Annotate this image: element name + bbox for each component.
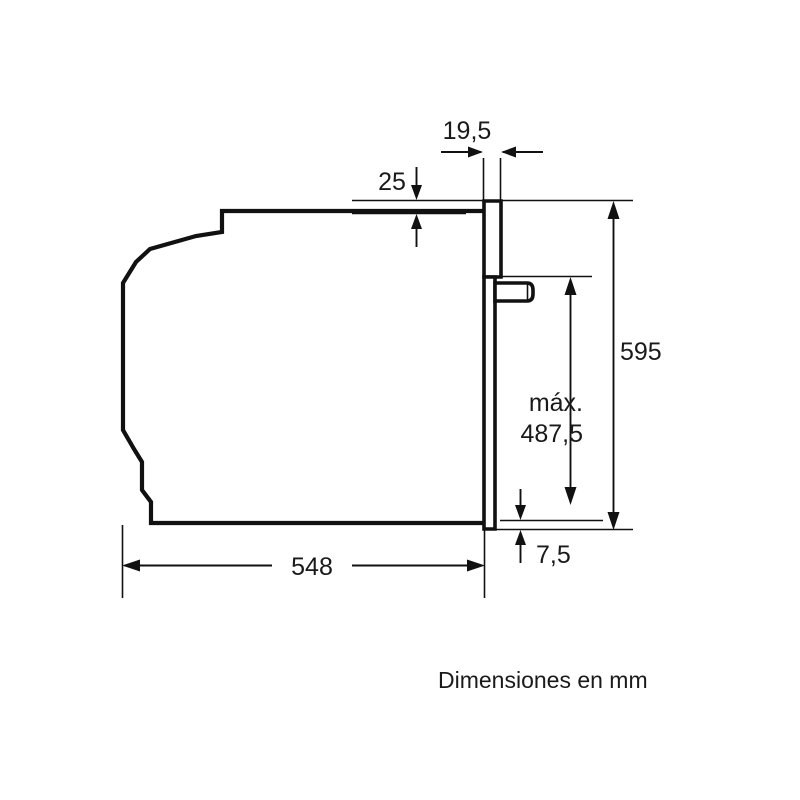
units-caption: Dimensiones en mm (438, 667, 648, 693)
arrow-7-5-up (515, 530, 526, 545)
label-max-opening-height: 487,5 (520, 420, 583, 448)
arrow-595-bottom (607, 512, 620, 530)
oven-door-front-panel (482, 199, 503, 531)
arrow-19-5-left (468, 146, 483, 158)
arrow-7-5-down (515, 505, 526, 520)
label-top-offset: 25 (378, 168, 406, 196)
label-door-thickness: 19,5 (443, 117, 492, 145)
oven-body-side-profile (120, 208, 484, 526)
extension-lines (121, 158, 633, 598)
body-profile-path (120, 208, 484, 526)
dimension-door-thickness (441, 146, 543, 158)
dimension-labels: 19,5 25 595 máx. 487,5 7,5 548 (291, 117, 662, 581)
arrow-595-top (607, 201, 620, 219)
arrow-548-right (467, 559, 485, 572)
dimension-body-depth (122, 559, 485, 572)
label-bottom-offset: 7,5 (536, 541, 571, 569)
label-body-depth: 548 (291, 553, 333, 581)
dimension-top-offset (411, 167, 422, 247)
arrow-548-left (122, 559, 140, 572)
arrow-487-5-top (564, 277, 577, 295)
arrow-19-5-right (501, 146, 516, 158)
door-panel-upper (482, 199, 503, 279)
label-total-height: 595 (620, 338, 662, 366)
label-max-prefix: máx. (529, 389, 583, 417)
oven-door-handle (493, 281, 535, 303)
dimension-bottom-offset (515, 489, 526, 563)
door-panel-lower (482, 275, 497, 531)
dimension-max-opening-height (564, 277, 577, 505)
arrow-25-down (411, 185, 422, 200)
arrow-487-5-bottom (564, 487, 577, 505)
handle-path (493, 281, 535, 303)
arrow-25-up (411, 214, 422, 229)
dimension-total-height (607, 201, 620, 530)
